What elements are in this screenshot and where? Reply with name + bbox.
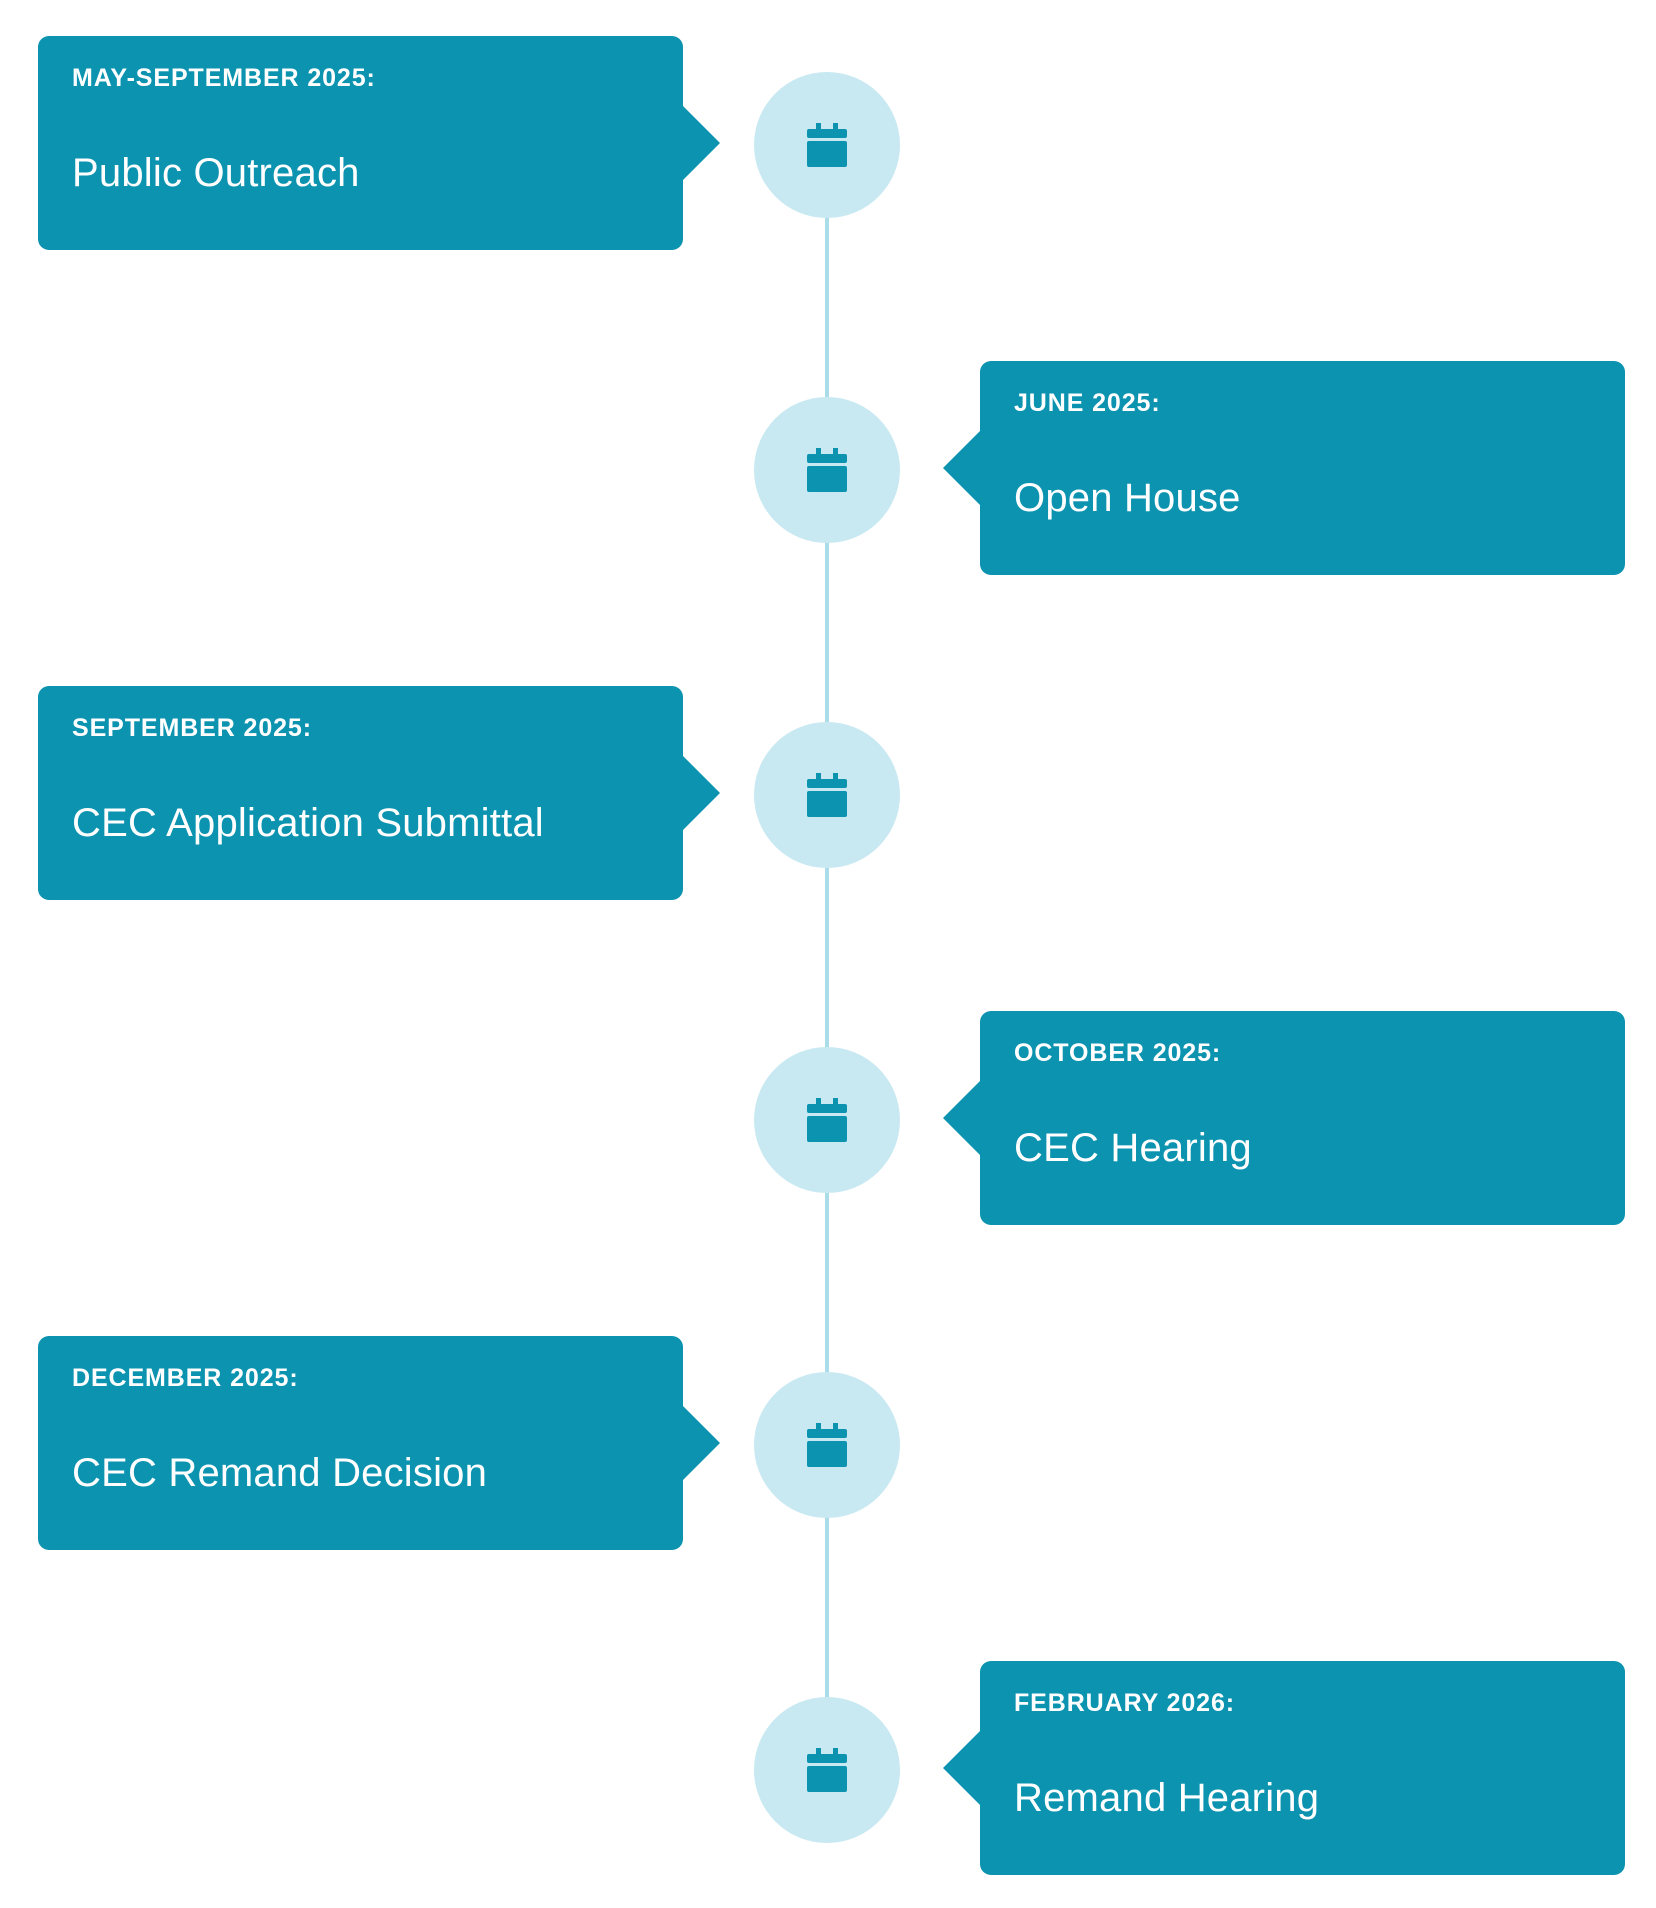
timeline-node[interactable] [754,1697,900,1843]
milestone-title: Open House [1014,476,1241,520]
calendar-icon [807,448,847,492]
milestone-date: MAY-SEPTEMBER 2025: [72,64,376,92]
milestone-callout-card[interactable]: JUNE 2025: Open House [980,361,1625,575]
milestone-title: CEC Hearing [1014,1126,1252,1170]
milestone-callout-card[interactable]: SEPTEMBER 2025: CEC Application Submitta… [38,686,683,900]
timeline-milestone-row: FEBRUARY 2026: Remand Hearing [0,1625,1656,1908]
milestone-callout-card[interactable]: FEBRUARY 2026: Remand Hearing [980,1661,1625,1875]
milestone-date: DECEMBER 2025: [72,1364,299,1392]
calendar-icon [807,1748,847,1792]
timeline-node[interactable] [754,1372,900,1518]
milestone-callout-card[interactable]: OCTOBER 2025: CEC Hearing [980,1011,1625,1225]
milestone-date: OCTOBER 2025: [1014,1039,1222,1067]
timeline-node[interactable] [754,722,900,868]
timeline-node[interactable] [754,1047,900,1193]
milestone-date: FEBRUARY 2026: [1014,1689,1235,1717]
calendar-icon [807,773,847,817]
timeline-milestone-row: OCTOBER 2025: CEC Hearing [0,975,1656,1265]
timeline-node[interactable] [754,72,900,218]
timeline-milestone-row: JUNE 2025: Open House [0,325,1656,615]
milestone-title: CEC Remand Decision [72,1451,488,1495]
timeline-milestone-row: SEPTEMBER 2025: CEC Application Submitta… [0,650,1656,940]
timeline-node[interactable] [754,397,900,543]
milestone-title: Public Outreach [72,151,360,195]
milestone-title: CEC Application Submittal [72,801,544,845]
calendar-icon [807,123,847,167]
milestone-title: Remand Hearing [1014,1776,1320,1820]
milestone-callout-card[interactable]: MAY-SEPTEMBER 2025: Public Outreach [38,36,683,250]
milestone-date: JUNE 2025: [1014,389,1161,417]
timeline-milestone-row: DECEMBER 2025: CEC Remand Decision [0,1300,1656,1590]
calendar-icon [807,1098,847,1142]
timeline-milestone-row: MAY-SEPTEMBER 2025: Public Outreach [0,0,1656,290]
timeline-connector-line [825,145,829,1770]
milestone-callout-card[interactable]: DECEMBER 2025: CEC Remand Decision [38,1336,683,1550]
calendar-icon [807,1423,847,1467]
milestone-date: SEPTEMBER 2025: [72,714,312,742]
